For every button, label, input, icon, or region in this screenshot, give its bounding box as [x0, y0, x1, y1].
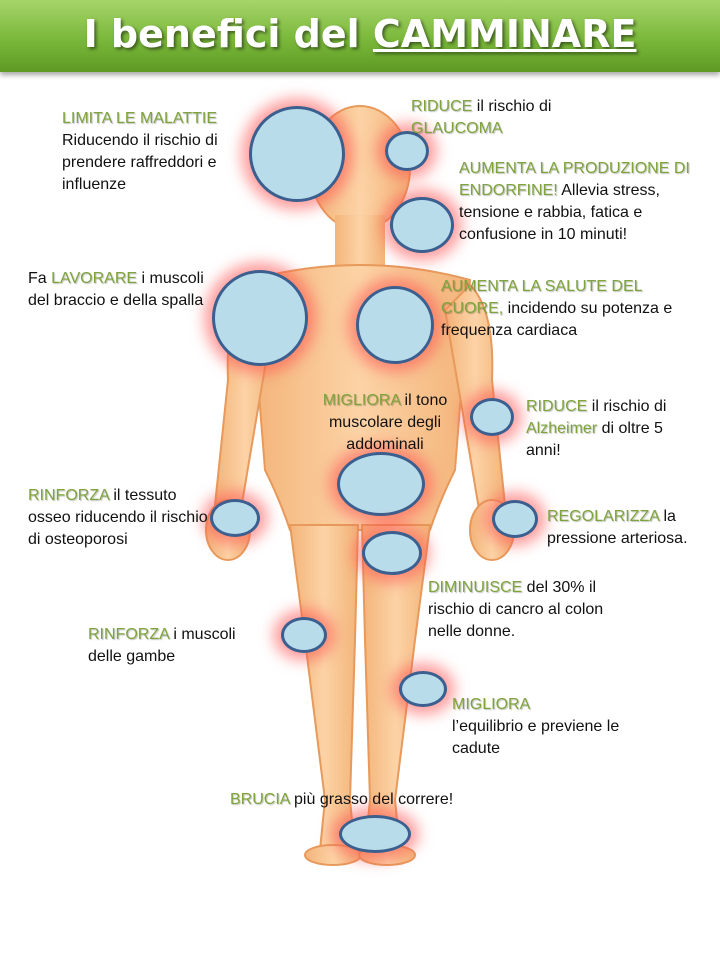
callout-text: il rischio di [587, 398, 667, 415]
spot-left-wrist [210, 499, 260, 537]
callout-keyword: DIMINUISCE [428, 579, 523, 596]
spot-shoulder [212, 270, 308, 366]
callout-text: più grasso del correre! [289, 791, 454, 808]
callout-keyword: MIGLIORA [322, 392, 401, 409]
callout-text: l’equilibrio e previene le cadute [452, 718, 620, 757]
callout-colon: DIMINUISCE del 30% il rischio di cancro … [428, 577, 608, 643]
callout-keyword: MIGLIORA [452, 696, 531, 713]
callout-cuore: AUMENTA LA SALUTE DEL CUORE, incidendo s… [441, 276, 681, 342]
spot-feet [339, 815, 411, 853]
spot-pelvis [362, 531, 422, 575]
callout-text: i muscoli del braccio e della spalla [28, 270, 204, 309]
callout-text: incidendo su potenza e frequenza cardiac… [441, 300, 673, 339]
callout-keyword: RINFORZA [88, 626, 169, 643]
callout-keyword: LAVORARE [51, 270, 138, 287]
callout-text: del 30% il rischio di cancro al colon ne… [428, 579, 604, 640]
callout-text: Riducendo il rischio di prendere raffred… [62, 132, 218, 193]
page-title: I benefici del CAMMINARE [0, 12, 720, 56]
callout-equilibrio: MIGLIORA l’equilibrio e previene le cadu… [452, 694, 642, 760]
spot-abdomen [337, 452, 425, 516]
callout-keyword: LIMITA LE MALATTIE [62, 110, 217, 127]
callout-addominali: MIGLIORA il tono muscolare degli addomin… [305, 390, 465, 456]
callout-keyword: RIDUCE [411, 98, 473, 115]
callout-glaucoma: RIDUCE il rischio di GLAUCOMA [411, 96, 591, 140]
callout-text: i muscoli delle gambe [88, 626, 236, 665]
callout-keyword: AUMENTA LA SALUTE DEL CUORE, [441, 278, 642, 317]
callout-keyword: BRUCIA [230, 791, 290, 808]
callout-pressione: REGOLARIZZA la pressione arteriosa. [547, 506, 717, 550]
spot-knee [399, 671, 447, 707]
title-banner: I benefici del CAMMINARE [0, 0, 720, 72]
callout-endorfine: AUMENTA LA PRODUZIONE DI ENDORFINE! Alle… [459, 158, 711, 246]
title-emphasis: CAMMINARE [372, 12, 637, 56]
callout-gambe: RINFORZA i muscoli delle gambe [88, 624, 268, 668]
neck-shape [335, 215, 385, 265]
callout-keyword-2: Alzheimer [526, 420, 598, 437]
spot-head-side [470, 398, 514, 436]
spot-thigh [281, 617, 327, 653]
callout-text: il tessuto osseo riducendo il rischio di… [28, 487, 208, 548]
callout-grasso: BRUCIA più grasso del correre! [230, 789, 530, 811]
callout-malattie: LIMITA LE MALATTIE Riducendo il rischio … [62, 108, 252, 196]
callout-text-2: di oltre 5 anni! [526, 420, 663, 459]
callout-keyword-2: GLAUCOMA [411, 120, 503, 137]
title-prefix: I benefici del [83, 12, 360, 56]
callout-keyword: REGOLARIZZA [547, 508, 660, 525]
callout-text: Allevia stress, tensione e rabbia, fatic… [459, 182, 660, 243]
callout-text: il rischio di [472, 98, 552, 115]
spot-brain [390, 197, 454, 253]
callout-keyword: RINFORZA [28, 487, 109, 504]
callout-prefix: Fa [28, 270, 52, 287]
callout-braccio: Fa LAVORARE i muscoli del braccio e dell… [28, 268, 208, 312]
spot-head [249, 106, 345, 202]
callout-keyword: RIDUCE [526, 398, 588, 415]
callout-keyword: AUMENTA LA PRODUZIONE DI ENDORFINE! [459, 160, 690, 199]
callout-osseo: RINFORZA il tessuto osseo riducendo il r… [28, 485, 208, 551]
callout-text: il tono muscolare degli addominali [328, 392, 448, 453]
spot-eye [385, 131, 429, 171]
spot-heart [356, 286, 434, 364]
spot-right-wrist [492, 500, 538, 538]
callout-alzheimer: RIDUCE il rischio di Alzheimer di oltre … [526, 396, 696, 462]
callout-text: la pressione arteriosa. [547, 508, 688, 547]
